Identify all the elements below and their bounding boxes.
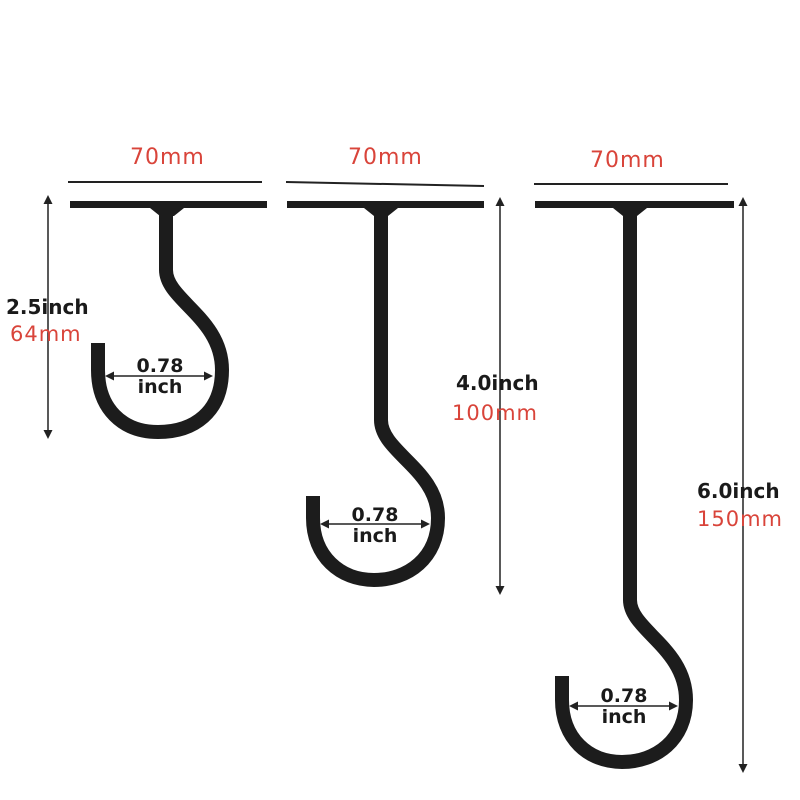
hook-3-gap-value: 0.78 (600, 685, 648, 707)
mounting-plate-3 (535, 201, 734, 208)
hook-small (43, 181, 267, 440)
hook-2-gap-value: 0.78 (351, 504, 399, 526)
hook-2-gap-label: 0.78 inch (340, 505, 410, 547)
width-dimension-line-2 (285, 181, 485, 187)
mounting-plate-2 (287, 201, 484, 208)
hook-3-height-mm: 150mm (697, 507, 783, 531)
hook-2-height-inch: 4.0inch (456, 371, 539, 395)
hook-1-height-mm: 64mm (10, 322, 82, 346)
hook-1-width-label: 70mm (130, 145, 205, 170)
hook-1-height-inch: 2.5inch (6, 295, 89, 319)
hook-1-gap-label: 0.78 inch (125, 356, 195, 398)
hook-3-height-inch: 6.0inch (697, 479, 780, 503)
hook-rod-1 (91, 212, 230, 440)
hook-2-gap-unit: inch (352, 524, 398, 547)
hook-1-gap-unit: inch (137, 375, 183, 398)
hook-large (534, 183, 748, 773)
mounting-plate-1 (70, 201, 267, 208)
hook-2-width-label: 70mm (348, 145, 423, 170)
hook-1-gap-value: 0.78 (136, 355, 184, 377)
hook-2-height-mm: 100mm (452, 401, 538, 425)
hook-medium (285, 181, 505, 595)
hook-3-gap-label: 0.78 inch (589, 686, 659, 728)
hook-rod-2 (306, 212, 446, 588)
hook-rod-3 (555, 212, 694, 770)
hook-3-gap-unit: inch (601, 705, 647, 728)
hook-3-width-label: 70mm (590, 148, 665, 173)
